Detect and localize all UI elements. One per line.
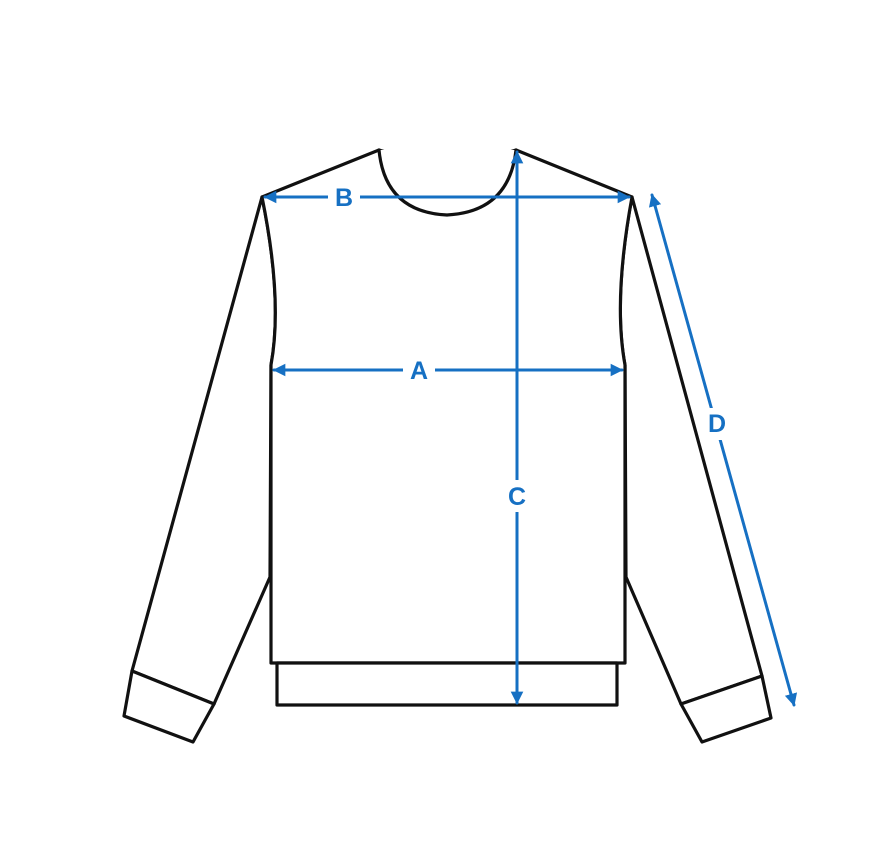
left-sleeve: [130, 195, 277, 706]
measurement-b-label-bg: [328, 182, 360, 212]
measurement-b: B: [263, 182, 631, 212]
measurement-c-label: C: [508, 483, 526, 511]
sweatshirt-outline: [122, 148, 773, 744]
measurement-c: C: [501, 150, 533, 705]
measurement-overlays: B A C D: [263, 150, 798, 707]
measurement-a-label-bg: [403, 355, 435, 385]
measurement-b-label: B: [335, 184, 353, 212]
measurement-d-label: D: [708, 410, 726, 438]
left-cuff: [122, 669, 216, 744]
waistband: [275, 661, 619, 707]
measurement-d-line: [648, 193, 798, 707]
measurement-c-label-bg: [501, 480, 533, 512]
measurement-a: A: [272, 355, 624, 385]
measurement-d: D: [648, 193, 798, 707]
measurement-d-label-bg: [701, 408, 733, 440]
measurement-a-label: A: [410, 357, 428, 385]
right-sleeve: [618, 195, 764, 706]
sweater-body: [260, 148, 634, 665]
